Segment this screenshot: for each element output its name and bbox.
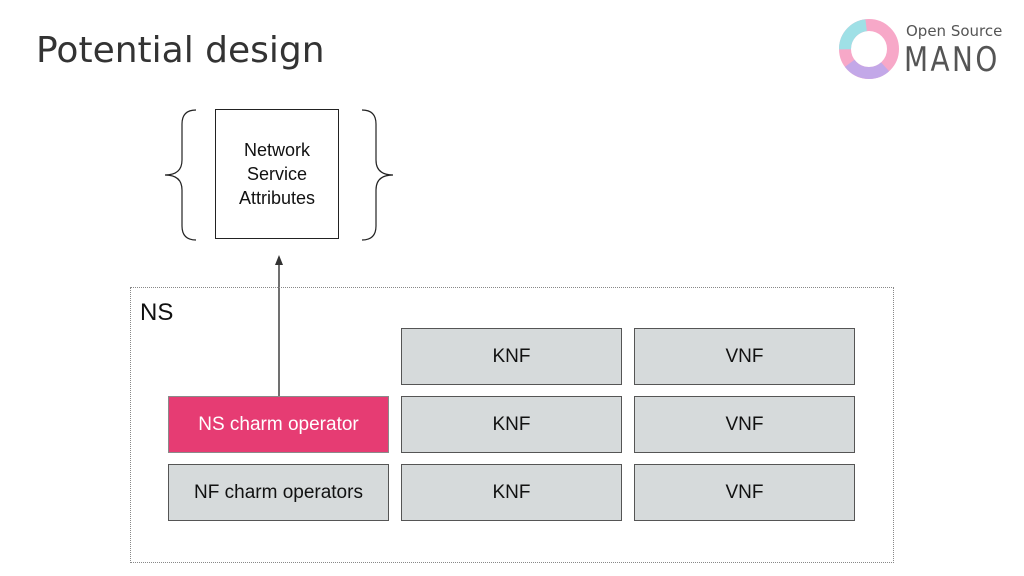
left-curly-brace bbox=[164, 109, 197, 241]
knf-box: KNF bbox=[401, 396, 622, 453]
right-curly-brace bbox=[361, 109, 394, 241]
nf-charm-operators-box: NF charm operators bbox=[168, 464, 389, 521]
vnf-label: VNF bbox=[725, 481, 764, 503]
ns-charm-operator-label: NS charm operator bbox=[198, 413, 359, 435]
osm-logo: Open Source MANO bbox=[838, 18, 1008, 84]
vnf-box: VNF bbox=[634, 328, 855, 385]
slide-title: Potential design bbox=[36, 30, 325, 71]
network-service-attributes-box: Network Service Attributes bbox=[215, 109, 339, 239]
vnf-box: VNF bbox=[634, 396, 855, 453]
nf-charm-operators-label: NF charm operators bbox=[194, 481, 363, 503]
knf-box: KNF bbox=[401, 328, 622, 385]
knf-box: KNF bbox=[401, 464, 622, 521]
logo-text-mano: MANO bbox=[904, 40, 1000, 80]
arrow-head bbox=[275, 255, 283, 265]
vnf-label: VNF bbox=[725, 345, 764, 367]
network-service-attributes-label: Network Service Attributes bbox=[238, 140, 316, 208]
ns-label: NS bbox=[140, 299, 174, 326]
knf-label: KNF bbox=[492, 481, 531, 503]
vnf-box: VNF bbox=[634, 464, 855, 521]
logo-text-open-source: Open Source bbox=[906, 22, 1003, 40]
osm-logo-icon bbox=[839, 19, 899, 79]
vnf-label: VNF bbox=[725, 413, 764, 435]
knf-label: KNF bbox=[492, 413, 531, 435]
ns-container bbox=[130, 287, 894, 563]
knf-label: KNF bbox=[492, 345, 531, 367]
ns-charm-operator-box: NS charm operator bbox=[168, 396, 389, 453]
